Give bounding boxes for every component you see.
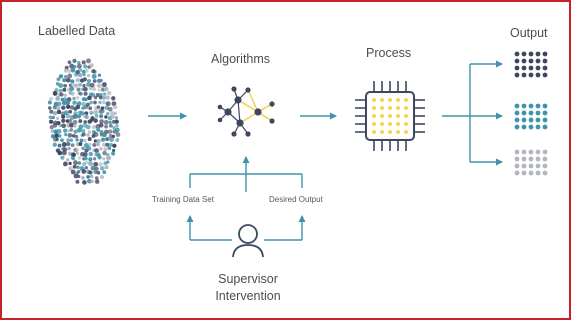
scatter-dots-icon	[47, 58, 121, 185]
cpu-chip-icon	[355, 81, 425, 151]
output-grid-gray	[514, 149, 548, 176]
intervention-label: Intervention	[215, 289, 281, 303]
desired-output-label: Desired Output	[269, 195, 323, 204]
network-graph-icon	[217, 86, 275, 137]
person-icon	[232, 224, 264, 258]
output-grid-teal	[514, 103, 548, 130]
process-title: Process	[366, 46, 412, 60]
supervisor-label: Supervisor	[218, 272, 278, 286]
algorithms-title: Algorithms	[211, 52, 271, 66]
feedback-loop-arrows	[186, 156, 306, 241]
training-data-set-label: Training Data Set	[152, 195, 214, 204]
arrow-process-to-outputs	[442, 60, 503, 166]
labelled-data-title: Labelled Data	[38, 24, 116, 38]
output-title: Output	[510, 26, 548, 40]
output-grid-navy	[514, 51, 548, 78]
